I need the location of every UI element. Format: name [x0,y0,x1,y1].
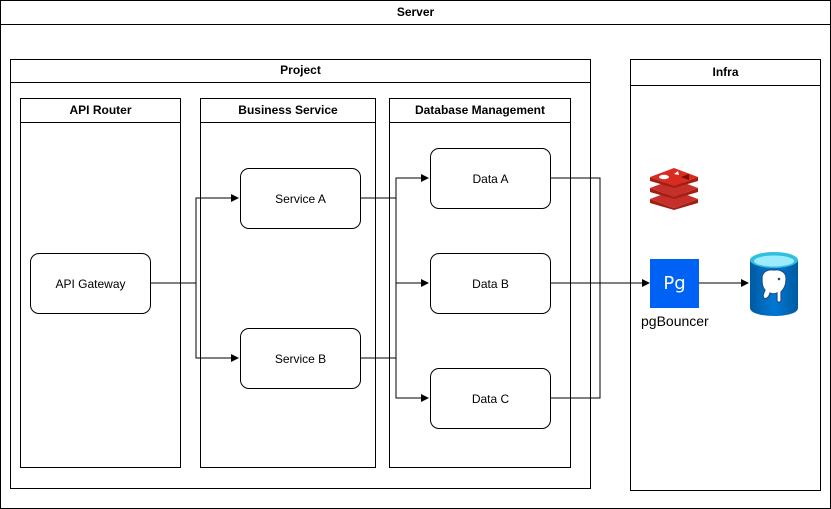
edge-service-a-data-a [361,174,429,199]
pgbouncer-icon-text: Pg [663,273,686,294]
postgres-database-icon [750,252,798,316]
service-b-node[interactable]: Service B [240,328,361,389]
pgbouncer-label: pgBouncer [641,313,709,329]
lane-business-service-title: Business Service [201,99,375,123]
project-title: Project [11,60,590,83]
lane-business-service: Business Service [200,98,376,468]
edge-service-to-data-b [395,198,429,287]
data-a-node[interactable]: Data A [430,148,551,209]
lane-api-router-title: API Router [21,99,180,123]
edge-gateway-service-b [195,283,239,362]
service-a-node[interactable]: Service A [240,168,361,229]
edge-gateway-service-a [151,194,239,284]
server-title: Server [1,1,830,25]
redis-icon [650,168,698,210]
infra-title: Infra [631,60,820,86]
edge-data-c-pgbouncer [551,283,601,399]
data-c-node[interactable]: Data C [430,368,551,429]
edge-service-b-data-c [361,357,429,402]
api-gateway-node[interactable]: API Gateway [30,253,151,314]
pgbouncer-icon: Pg [650,259,699,308]
edge-data-a-pgbouncer [551,177,601,283]
lane-database-management-title: Database Management [390,99,570,123]
data-b-node[interactable]: Data B [430,253,551,314]
